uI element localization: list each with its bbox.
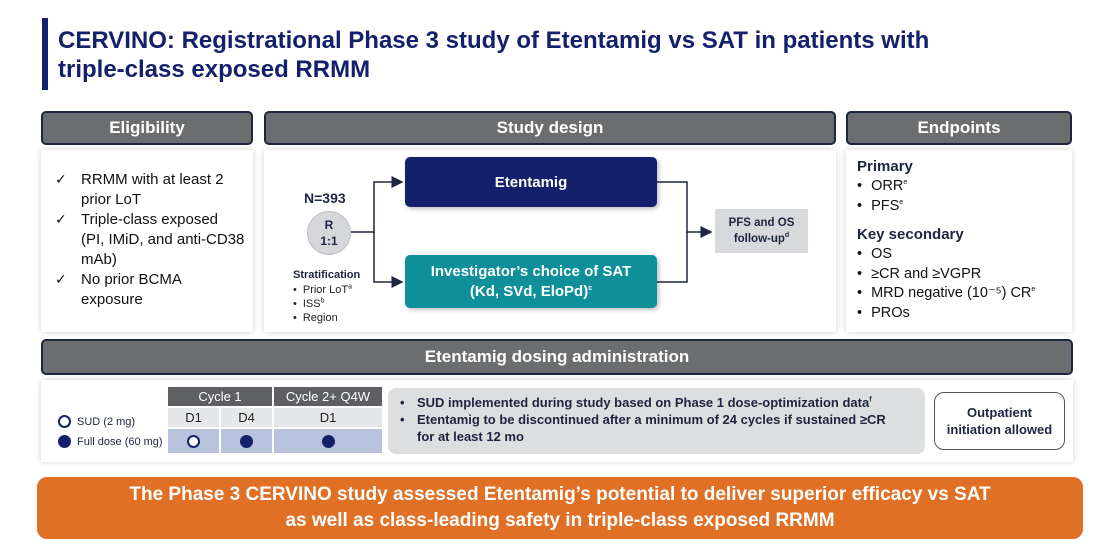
full-dose-icon — [240, 434, 253, 448]
key-secondary-title: Key secondary — [857, 226, 964, 243]
randomization-r: R — [324, 218, 334, 232]
endpoint-item: PROs — [857, 304, 1035, 324]
title-accent-bar — [42, 18, 48, 90]
legend-full-dose: Full dose (60 mg) — [58, 435, 163, 448]
arm-sat-line1: Investigator’s choice of SAT — [430, 262, 632, 280]
endpoints-header: Endpoints — [846, 111, 1072, 145]
banner-line1: The Phase 3 CERVINO study assessed Etent… — [129, 484, 991, 505]
page-title-line2: triple-class exposed RRMM — [58, 56, 371, 83]
stratification-item: ISSb — [293, 297, 352, 311]
full-dose-icon — [321, 434, 335, 448]
dosing-notes-list: SUD implemented during study based on Ph… — [400, 394, 900, 445]
arrow-to-followup — [657, 181, 713, 238]
dosing-header: Etentamig dosing administration — [41, 339, 1073, 375]
filled-circle-icon — [58, 435, 71, 448]
flow-arrows — [351, 176, 713, 288]
stratification-list: Prior LoTa ISSb Region — [293, 283, 352, 325]
study-design-header: Study design — [264, 111, 836, 145]
primary-endpoints-list: ORRe PFSe — [857, 177, 907, 216]
endpoint-item: ORRe — [857, 177, 907, 197]
endpoint-item: OS — [857, 245, 1035, 265]
arrow-to-sat — [373, 232, 404, 288]
arm-sat-line2: (Kd, SVd, EloPd)c — [469, 282, 593, 300]
page-title-line1: CERVINO: Registrational Phase 3 study of… — [58, 27, 930, 54]
endpoints-panel: Primary ORRe PFSe Key secondary OS ≥CR a… — [846, 150, 1072, 332]
eligibility-list: ✓RRMM with at least 2 prior LoT ✓Triple-… — [55, 170, 245, 310]
randomization-circle: R 1:1 — [307, 211, 351, 255]
stratification-item: Region — [293, 311, 352, 325]
study-design-panel: N=393 R 1:1 Etentamig Investigator’s cho… — [264, 150, 836, 332]
day-cell: D1 — [274, 408, 382, 427]
eligibility-panel: ✓RRMM with at least 2 prior LoT ✓Triple-… — [41, 150, 253, 332]
stratification-title: Stratification — [293, 269, 361, 281]
key-secondary-list: OS ≥CR and ≥VGPR MRD negative (10⁻⁵) CRe… — [857, 245, 1035, 323]
banner-line2: as well as class-leading safety in tripl… — [285, 510, 835, 531]
eligibility-item: ✓No prior BCMA exposure — [55, 271, 182, 308]
eligibility-item: ✓RRMM with at least 2 prior LoT — [55, 171, 224, 208]
outpatient-box: Outpatient initiation allowed — [934, 392, 1065, 450]
legend-sud: SUD (2 mg) — [58, 415, 135, 428]
arm-sat: Investigator’s choice of SAT (Kd, SVd, E… — [405, 255, 657, 308]
stratification-item: Prior LoTa — [293, 283, 352, 297]
day-cell: D4 — [221, 408, 272, 427]
followup-line1: PFS and OS — [728, 217, 795, 229]
dose-cell — [221, 429, 272, 453]
check-icon: ✓ — [55, 212, 67, 228]
dose-cell — [168, 429, 219, 453]
check-icon: ✓ — [55, 172, 67, 188]
sample-size-label: N=393 — [304, 190, 346, 206]
cycle2-header: Cycle 2+ Q4W — [274, 387, 382, 406]
followup-box: PFS and OS follow-upd — [715, 209, 808, 253]
day-cell: D1 — [168, 408, 219, 427]
outpatient-line2: initiation allowed — [946, 422, 1053, 437]
check-icon: ✓ — [55, 272, 67, 288]
dosing-notes-box: SUD implemented during study based on Ph… — [388, 388, 925, 454]
dose-cell — [274, 429, 382, 453]
endpoint-item: MRD negative (10⁻⁵) CRe — [857, 284, 1035, 304]
endpoint-item: ≥CR and ≥VGPR — [857, 265, 1035, 285]
arm-etentamig: Etentamig — [405, 157, 657, 207]
primary-endpoints-title: Primary — [857, 158, 913, 175]
arrow-to-etentamig — [351, 176, 404, 233]
dosing-note: SUD implemented during study based on Ph… — [400, 394, 900, 411]
endpoint-item: PFSe — [857, 197, 907, 217]
conclusion-banner: The Phase 3 CERVINO study assessed Etent… — [37, 477, 1083, 539]
eligibility-item: ✓Triple-class exposed (PI, IMiD, and ant… — [55, 211, 245, 268]
sud-dose-icon — [187, 434, 200, 448]
open-circle-icon — [58, 415, 71, 428]
dosing-note: Etentamig to be discontinued after a min… — [400, 411, 900, 445]
eligibility-header: Eligibility — [41, 111, 253, 145]
outpatient-line1: Outpatient — [967, 405, 1032, 420]
cycle1-header: Cycle 1 — [168, 387, 272, 406]
page-title: CERVINO: Registrational Phase 3 study of… — [58, 26, 1058, 84]
arrow-sat-merge — [657, 232, 688, 283]
randomization-ratio: 1:1 — [320, 234, 338, 248]
followup-line2: follow-upd — [733, 232, 790, 245]
